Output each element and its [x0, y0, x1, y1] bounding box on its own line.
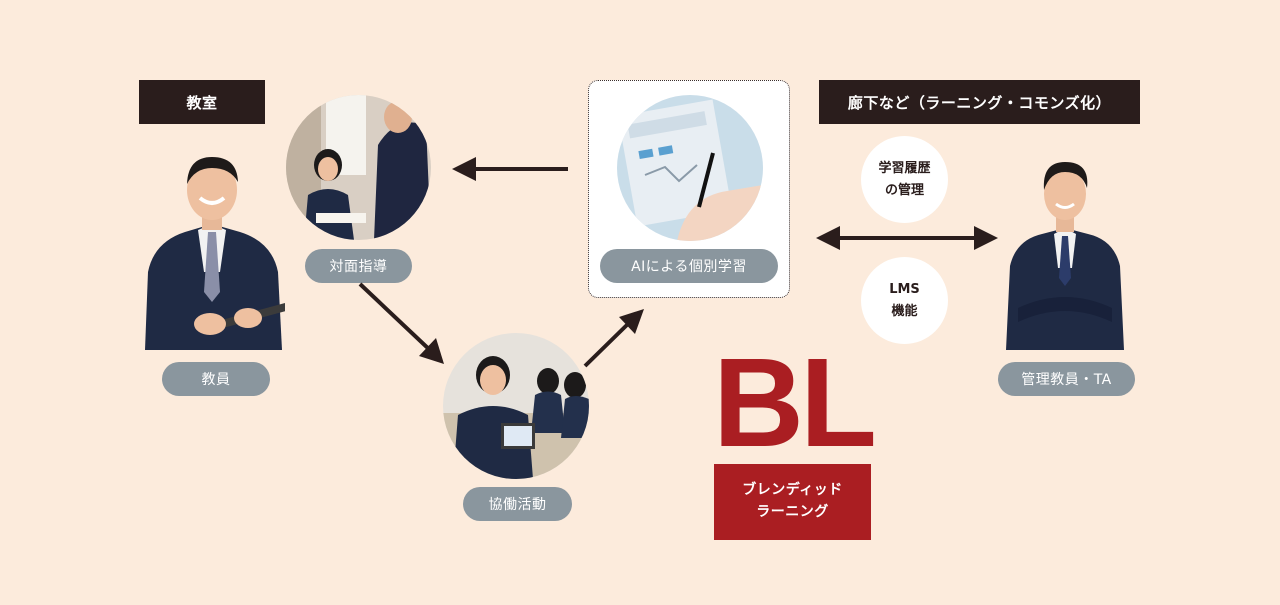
history-line1: 学習履歴	[878, 161, 931, 177]
ai-learning-photo	[617, 95, 763, 241]
collaboration-pill: 協働活動	[463, 487, 572, 521]
bl-title: BL	[713, 332, 877, 473]
lms-line1: LMS	[889, 282, 920, 298]
teacher-pill-text: 教員	[201, 372, 231, 388]
face-to-face-pill: 対面指導	[305, 249, 412, 283]
arrow-ai-admin-bidirectional	[816, 226, 998, 250]
bl-subtitle-line2: ラーニング	[756, 504, 829, 520]
classroom-label: 教室	[139, 80, 265, 124]
history-management-circle: 学習履歴 の管理	[861, 136, 948, 223]
face-to-face-photo	[286, 95, 431, 240]
hallway-label: 廊下など（ラーニング・コモンズ化）	[819, 80, 1140, 124]
arrow-collab-to-ai	[583, 309, 644, 368]
admin-staff-photo	[1004, 158, 1126, 350]
collaboration-pill-text: 協働活動	[488, 497, 547, 513]
teacher-pill: 教員	[162, 362, 270, 396]
hallway-label-text: 廊下など（ラーニング・コモンズ化）	[847, 93, 1112, 112]
history-line2: の管理	[884, 182, 924, 198]
admin-staff-pill: 管理教員・TA	[998, 362, 1135, 396]
bl-subtitle-box: ブレンディッド ラーニング	[714, 464, 871, 540]
ai-learning-pill-text: AIによる個別学習	[631, 259, 747, 275]
ai-learning-pill: AIによる個別学習	[600, 249, 778, 283]
face-to-face-pill-text: 対面指導	[329, 259, 388, 275]
classroom-label-text: 教室	[186, 93, 218, 112]
bl-subtitle-line1: ブレンディッド	[742, 482, 843, 499]
teacher-photo	[140, 152, 285, 350]
lms-function-circle: LMS 機能	[861, 257, 948, 344]
lms-line2: 機能	[891, 303, 918, 319]
arrow-face-to-collab	[358, 282, 444, 364]
admin-staff-pill-text: 管理教員・TA	[1021, 372, 1112, 388]
arrow-ai-to-face	[452, 157, 568, 181]
